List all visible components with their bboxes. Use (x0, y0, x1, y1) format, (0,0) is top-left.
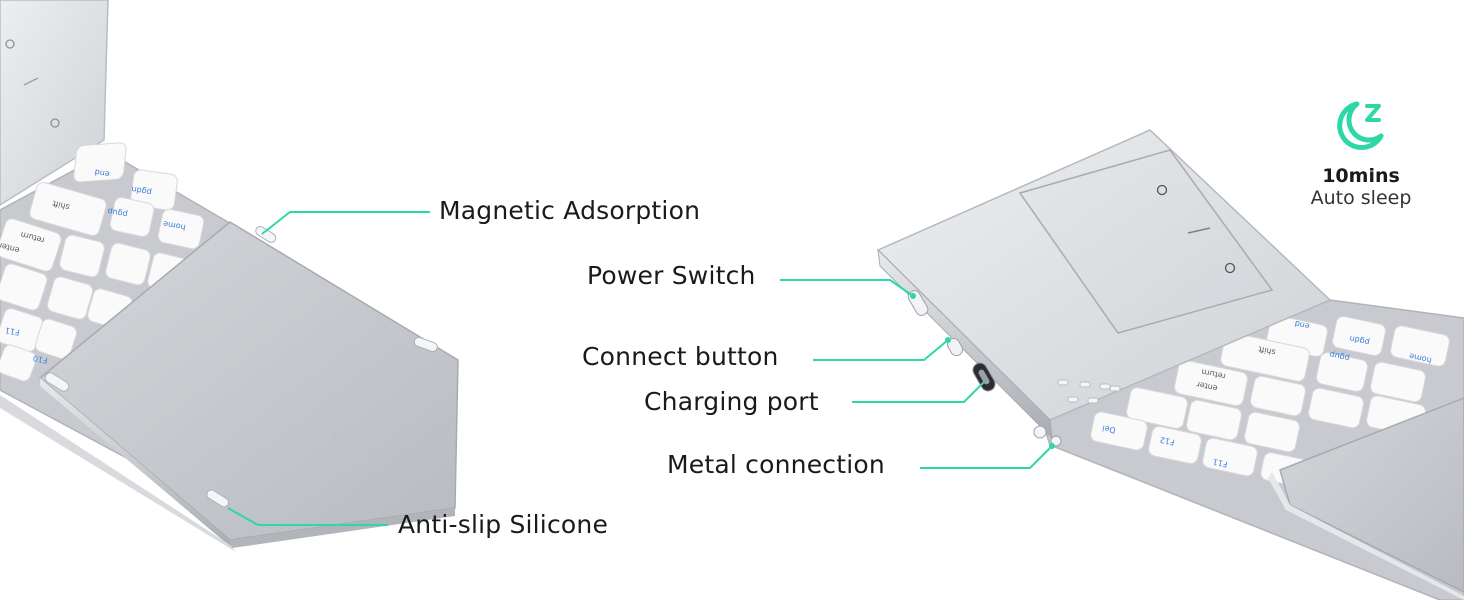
callout-dot (910, 293, 916, 299)
anti-slip-silicone-label: Anti-slip Silicone (398, 510, 609, 539)
left-panel-edge-right (230, 508, 455, 548)
svg-text:end: end (1294, 319, 1311, 331)
left-hinge (330, 427, 370, 474)
left-touchpad-divider (23, 77, 39, 86)
svg-text:F11: F11 (1212, 457, 1228, 469)
right-touchpad-area (1018, 149, 1274, 334)
silicone-pill (44, 372, 70, 392)
svg-text:pgdn: pgdn (131, 185, 153, 197)
svg-text:F12: F12 (1159, 435, 1175, 447)
callout-line-charging (852, 381, 985, 403)
svg-text:F11: F11 (4, 325, 20, 336)
callout-line-metal (920, 445, 1053, 469)
right-keys (1090, 315, 1450, 488)
right-touchpad-divider (1187, 227, 1211, 234)
svg-text:Del: Del (1102, 423, 1117, 435)
moon-sleep-icon (1337, 101, 1384, 150)
svg-text:F10: F10 (32, 353, 48, 364)
left-key-legends: end pgdn pgup home F11 F10 (4, 167, 186, 364)
svg-text:pgup: pgup (1329, 350, 1351, 363)
right-touchpad-click-icons (1156, 184, 1236, 274)
status-indicators (1057, 379, 1121, 404)
callout-line-power (780, 279, 914, 297)
svg-text:shift: shift (1258, 344, 1277, 356)
power-switch-label: Power Switch (587, 261, 756, 290)
metal-hinge-pin (1033, 425, 1047, 439)
auto-sleep-text: Auto sleep (1310, 186, 1412, 209)
svg-text:pgup: pgup (107, 207, 129, 219)
right-key-legends-dark: shift return enter (1195, 344, 1276, 392)
left-touchpad-button (5, 39, 15, 49)
callout-line-antislip (227, 507, 388, 526)
svg-text:home: home (162, 219, 186, 232)
left-keyboard: end pgdn pgup home F11 F10 shift return … (0, 0, 459, 552)
magnetic-adsorption-label: Magnetic Adsorption (439, 196, 701, 225)
callout-dot (1049, 443, 1055, 449)
metal-connection-label: Metal connection (667, 450, 885, 479)
right-folded-panel (1279, 397, 1464, 593)
left-touchpad-button (50, 118, 60, 128)
callout-line-connect (813, 339, 949, 361)
svg-text:enter: enter (1195, 379, 1218, 392)
auto-sleep-badge: 10mins Auto sleep (1286, 98, 1436, 210)
silicone-pill (413, 336, 438, 353)
left-keys (0, 142, 205, 382)
callout-line-magnetic (261, 211, 430, 235)
left-base-edge (0, 395, 236, 552)
svg-text:end: end (94, 167, 110, 178)
mouse-left-icon (1156, 184, 1168, 196)
usb-c-port-inner (978, 369, 990, 385)
callout-dot (945, 337, 951, 343)
magnet-pill (255, 225, 277, 243)
mouse-right-icon (1224, 262, 1236, 274)
svg-text:pgdn: pgdn (1349, 334, 1371, 347)
connect-button-label: Connect button (582, 342, 779, 371)
silicone-pill (206, 489, 230, 508)
right-folded-edge (1268, 472, 1464, 600)
charging-port-label: Charging port (644, 387, 819, 416)
right-keyboard: end pgdn pgup home Del F12 F11 shift ret… (780, 129, 1464, 600)
svg-text:shift: shift (51, 199, 70, 212)
auto-sleep-time: 10mins (1322, 165, 1400, 187)
left-panel-edge (40, 378, 232, 548)
